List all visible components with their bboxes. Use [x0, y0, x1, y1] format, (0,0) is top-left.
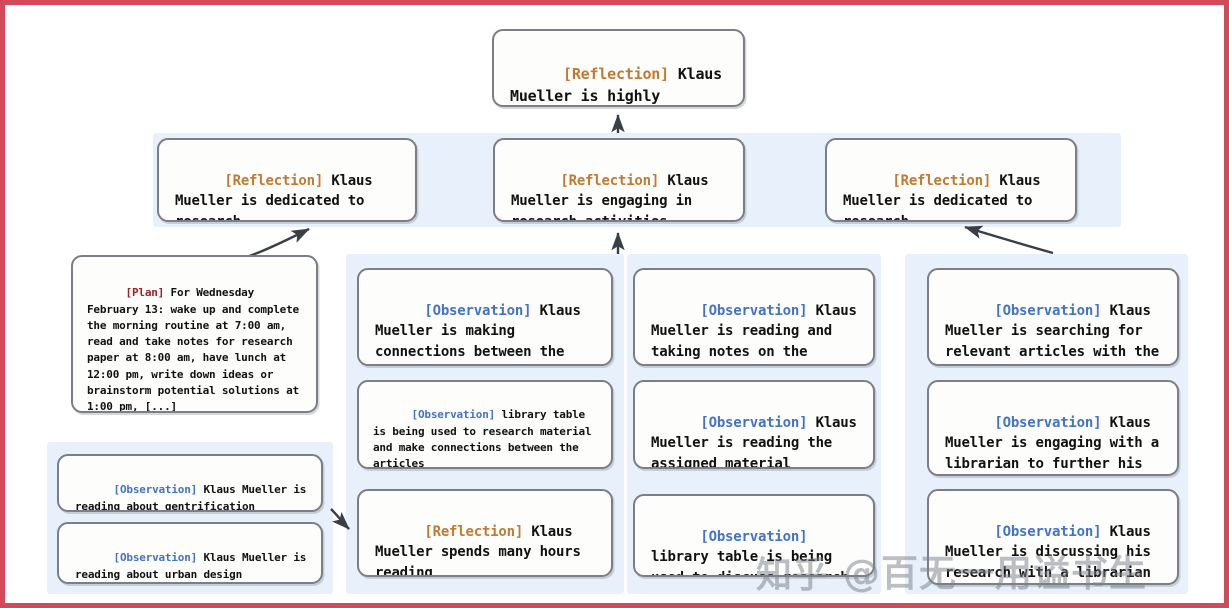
node-observation-searching-articles[interactable]: [Observation] Klaus Mueller is searching…	[927, 268, 1179, 366]
node-text: Klaus Mueller is reading about gentrific…	[75, 483, 313, 512]
node-tag: [Reflection]	[424, 523, 524, 540]
node-text: library table is being used to research …	[373, 408, 598, 469]
arrow-column-c-to-right-reflection	[964, 225, 1054, 255]
node-observation-gentrification[interactable]: [Observation] Klaus Mueller is reading a…	[57, 454, 323, 512]
node-observation-urban-design[interactable]: [Observation] Klaus Mueller is reading a…	[57, 522, 323, 584]
node-tag: [Observation]	[411, 408, 496, 422]
node-tag: [Observation]	[113, 483, 198, 497]
node-text: Klaus Mueller is highly dedicated to res…	[510, 65, 722, 106]
node-reflection-left[interactable]: [Reflection] Klaus Mueller is dedicated …	[157, 138, 417, 222]
node-observation-assigned-material[interactable]: [Observation] Klaus Mueller is reading t…	[633, 380, 875, 469]
node-text: Klaus Mueller is reading the assigned ma…	[651, 414, 865, 469]
node-tag: [Reflection]	[224, 172, 324, 189]
node-text: Klaus Mueller is searching for relevant …	[945, 302, 1159, 361]
node-text: Klaus Mueller is engaging with a librari…	[945, 414, 1159, 473]
node-tag: [Observation]	[700, 302, 808, 319]
node-text: library table is being used to discuss r…	[651, 549, 849, 575]
node-observation-library-table-discuss[interactable]: [Observation] library table is being use…	[633, 494, 875, 577]
node-tag: [Observation]	[424, 302, 532, 319]
node-tag: [Observation]	[994, 414, 1102, 431]
node-reflection-middle[interactable]: [Reflection] Klaus Mueller is engaging i…	[493, 138, 745, 222]
node-observation-reading-taking-notes[interactable]: [Observation] Klaus Mueller is reading a…	[633, 268, 875, 366]
node-text: Klaus Mueller spends many hours reading	[375, 523, 589, 577]
node-tag: [Plan]	[125, 286, 165, 300]
node-text: Klaus Mueller is discussing his research…	[945, 523, 1159, 582]
node-reflection-root[interactable]: [Reflection] Klaus Mueller is highly ded…	[492, 29, 745, 107]
node-observation-engaging-librarian[interactable]: [Observation] Klaus Mueller is engaging …	[927, 380, 1179, 476]
node-tag: [Observation]	[994, 302, 1102, 319]
node-reflection-hours-reading[interactable]: [Reflection] Klaus Mueller spends many h…	[357, 489, 613, 577]
node-tag: [Reflection]	[560, 172, 660, 189]
watermark-handle: @百无一用谥书生	[843, 552, 1147, 595]
node-tag: [Observation]	[994, 523, 1102, 540]
node-reflection-right[interactable]: [Reflection] Klaus Mueller is dedicated …	[825, 138, 1077, 222]
node-observation-discussing-research[interactable]: [Observation] Klaus Mueller is discussin…	[927, 489, 1179, 585]
node-text: Klaus Mueller is reading about urban des…	[75, 551, 313, 581]
node-text: Klaus Mueller is dedicated to research	[175, 172, 373, 220]
node-tag: [Reflection]	[563, 65, 669, 84]
node-text: Klaus Mueller is dedicated to research	[843, 172, 1041, 220]
node-text: Klaus Mueller is reading and taking note…	[651, 302, 857, 361]
node-text: Klaus Mueller is making connections betw…	[375, 302, 581, 361]
node-text: For Wednesday February 13: wake up and c…	[87, 286, 306, 413]
node-tag: [Observation]	[113, 551, 198, 565]
node-tag: [Reflection]	[892, 172, 992, 189]
node-text: Klaus Mueller is engaging in research ac…	[511, 172, 709, 220]
node-plan[interactable]: [Plan] For Wednesday February 13: wake u…	[71, 255, 318, 413]
watermark-platform: 知乎	[756, 555, 829, 596]
diagram-canvas: [Reflection] Klaus Mueller is highly ded…	[5, 5, 1224, 603]
node-tag: [Observation]	[700, 414, 808, 431]
node-tag: [Observation]	[700, 528, 808, 545]
node-observation-making-connections[interactable]: [Observation] Klaus Mueller is making co…	[357, 268, 613, 366]
node-observation-library-table-connections[interactable]: [Observation] library table is being use…	[357, 380, 613, 469]
